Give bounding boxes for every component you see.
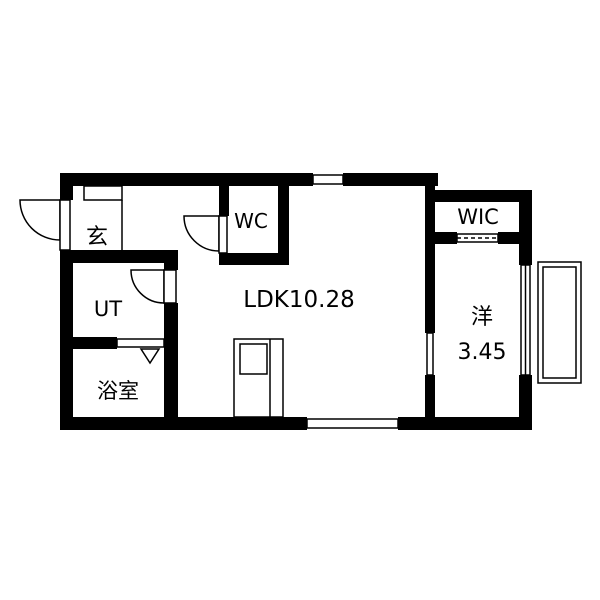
label-bath: 浴室 xyxy=(97,379,139,403)
window-wic xyxy=(456,233,499,243)
door-entrance-frame xyxy=(59,199,71,251)
window-ldk-top xyxy=(312,174,344,185)
label-wc: WC xyxy=(234,209,268,233)
doors xyxy=(19,199,228,304)
wall-ldk-western-top xyxy=(425,186,435,333)
wall-wic-bottom-left xyxy=(435,232,457,244)
wall-wic-bottom-right xyxy=(498,232,519,244)
shoe-box xyxy=(83,185,123,201)
wall-left-upper xyxy=(60,173,73,200)
label-western-size: 3.45 xyxy=(458,340,507,365)
window-ldk-western xyxy=(426,332,434,376)
wall-ut-bath xyxy=(73,337,117,349)
door-wc xyxy=(183,215,220,252)
balcony-outer xyxy=(537,261,582,384)
walls xyxy=(60,173,532,430)
label-genkan: 玄 xyxy=(86,225,108,250)
balcony-inner xyxy=(542,266,577,379)
windows xyxy=(306,174,531,429)
wall-top-right xyxy=(425,190,532,202)
wall-left-lower xyxy=(60,250,73,430)
kitchen-sink xyxy=(239,343,268,375)
wall-bottom-right xyxy=(398,417,532,430)
thin-lines xyxy=(83,185,284,418)
room-labels: 玄 WC WIC UT 浴室 LDK10.28 洋 3.45 xyxy=(86,205,507,403)
door-entrance xyxy=(19,199,61,241)
label-wic: WIC xyxy=(457,205,499,229)
wall-genkan-bottom xyxy=(60,250,178,263)
label-western-name: 洋 xyxy=(471,305,493,330)
wall-wc-bottom xyxy=(219,253,287,265)
wall-ldk-western-bottom xyxy=(425,375,435,430)
balcony xyxy=(537,261,582,384)
kitchen-counter xyxy=(233,338,284,418)
label-ldk: LDK10.28 xyxy=(243,287,354,313)
wall-bottom-left xyxy=(60,417,307,430)
wall-hall-vertical-2 xyxy=(164,303,178,430)
wall-wc-right xyxy=(278,186,289,265)
wall-hall-vertical xyxy=(164,250,178,270)
door-ut xyxy=(130,269,165,304)
wall-right-lower xyxy=(519,375,532,430)
window-ldk-bottom xyxy=(306,418,399,429)
door-wc-frame xyxy=(218,215,228,254)
bath-entry-arrow xyxy=(139,348,161,365)
wall-top-mid xyxy=(343,173,438,186)
wall-right-upper xyxy=(519,190,532,265)
wall-top-left xyxy=(60,173,313,186)
door-ut-frame xyxy=(163,269,177,304)
bath-entry xyxy=(116,338,165,348)
wall-wc-left xyxy=(219,186,229,216)
label-ut: UT xyxy=(94,297,122,321)
